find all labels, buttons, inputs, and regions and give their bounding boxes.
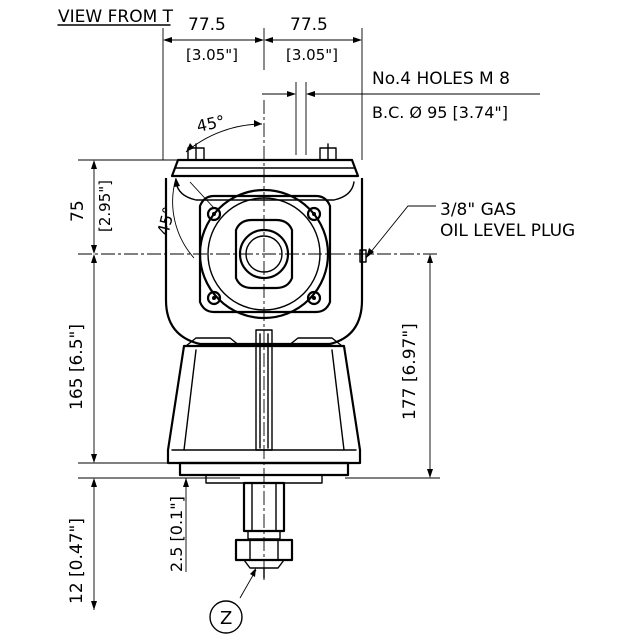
right-dimension: 177 [6.97"]	[345, 254, 440, 479]
callout-line2: OIL LEVEL PLUG	[440, 221, 575, 241]
callout-line1: 3/8" GAS	[440, 200, 516, 220]
dim-mid-25: 2.5 [0.1"]	[167, 496, 186, 572]
dim-left-75: 75	[68, 200, 88, 222]
dim-top-left-inch: [3.05"]	[186, 46, 238, 64]
dim-top-right-inch: [3.05"]	[286, 46, 338, 64]
top-dimensions: 77.5 [3.05"] 77.5 [3.05"]	[162, 15, 363, 160]
holes-label: No.4 HOLES M 8	[372, 69, 510, 89]
dim-left-12: 12 [0.47"]	[67, 518, 87, 604]
view-title: VIEW FROM T	[58, 7, 174, 27]
dim-left-165: 165 [6.5"]	[67, 324, 87, 410]
dim-top-right: 77.5	[290, 15, 328, 35]
oil-plug-callout: 3/8" GAS OIL LEVEL PLUG	[365, 200, 575, 259]
left-dimensions: 75 [2.95"] 165 [6.5"] 12 [0.47"]	[67, 159, 240, 610]
bolt-circle-label: B.C. Ø 95 [3.74"]	[372, 103, 508, 122]
angle-top: 45°	[195, 111, 227, 135]
detail-marker: Z	[209, 568, 257, 634]
holes-dimension: No.4 HOLES M 8 B.C. Ø 95 [3.74"]	[262, 69, 540, 155]
angle-dimensions: 45° 45°	[153, 111, 263, 259]
dim-left-75-inch: [2.95"]	[96, 180, 114, 232]
dim-top-left: 77.5	[188, 15, 226, 35]
dim-right-177: 177 [6.97"]	[400, 323, 420, 420]
detail-marker-label: Z	[220, 608, 232, 629]
gearbox-body	[164, 143, 367, 579]
dim-25: 2.5 [0.1"]	[167, 478, 189, 572]
